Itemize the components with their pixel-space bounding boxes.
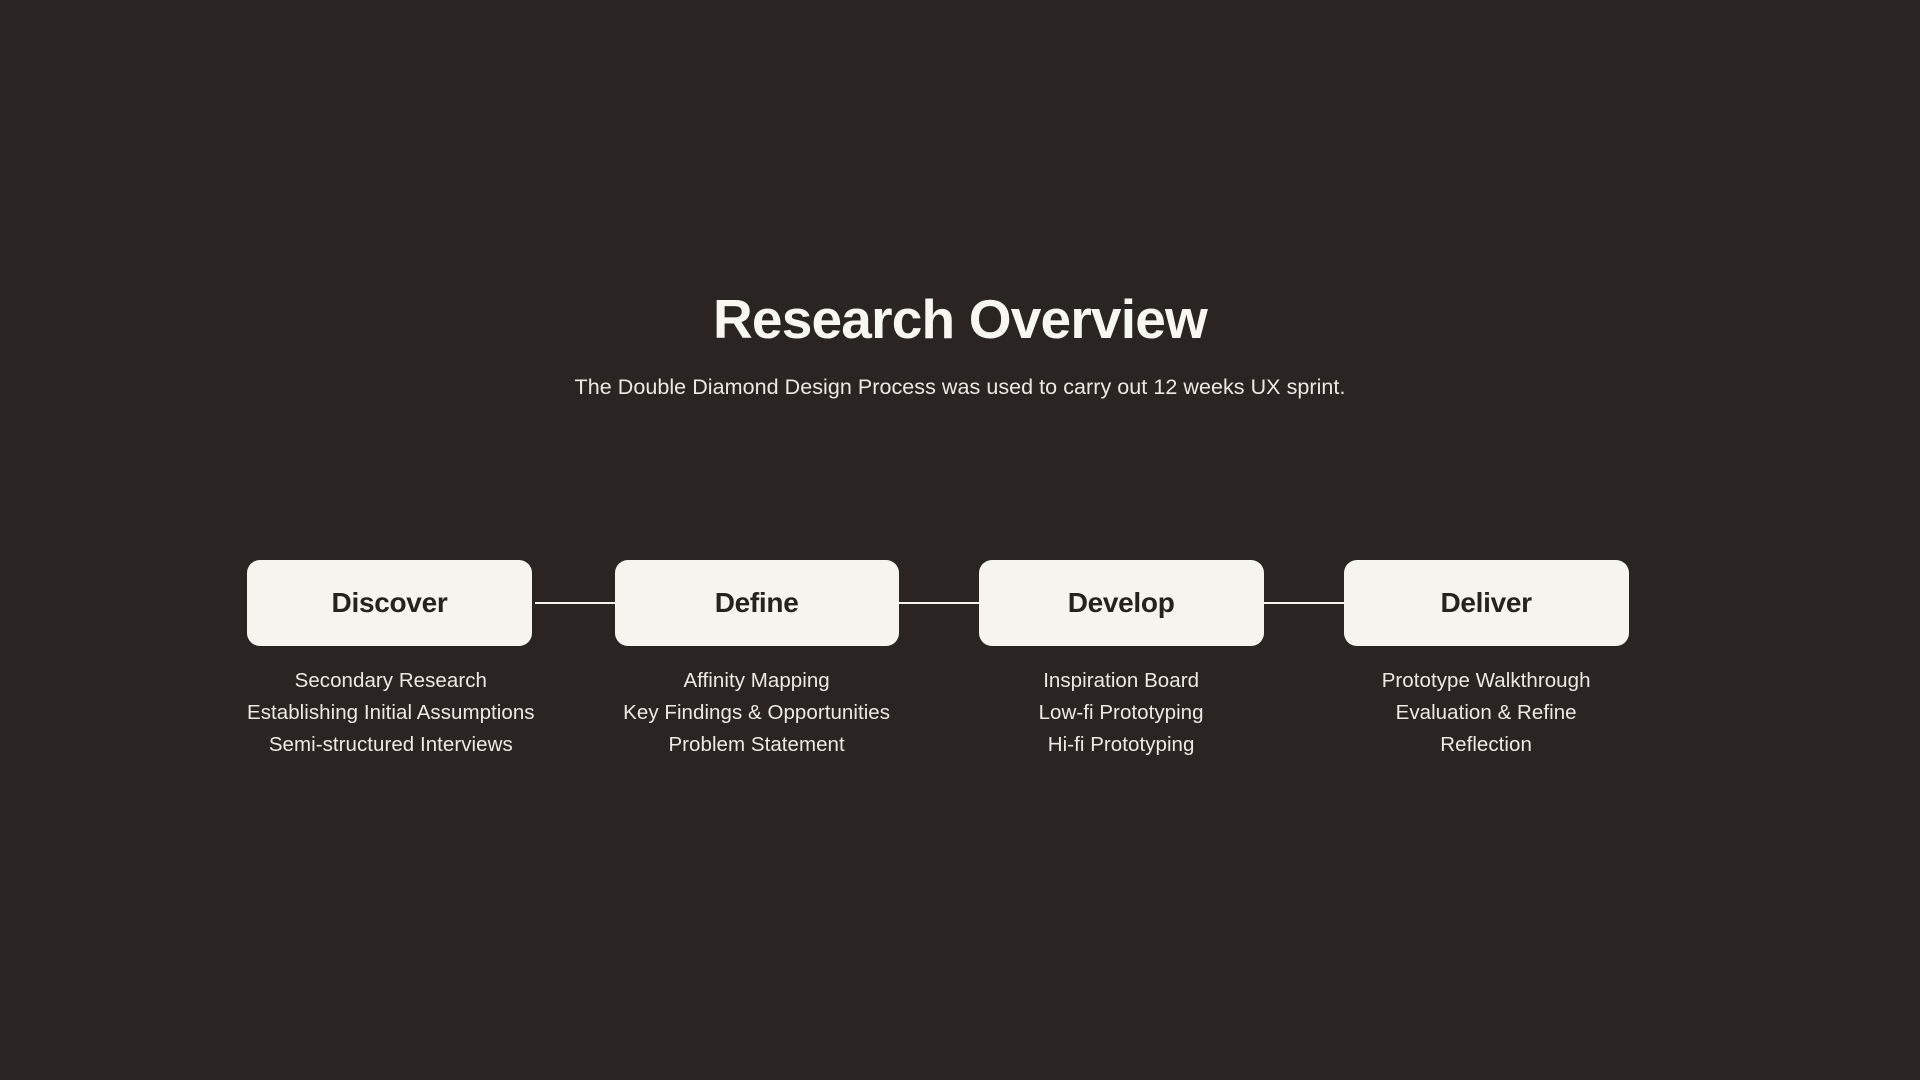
- list-item: Affinity Mapping: [683, 669, 830, 692]
- phase-items-discover: Secondary Research Establishing Initial …: [247, 665, 535, 762]
- phase-card-define[interactable]: Define: [614, 560, 899, 646]
- list-item: Evaluation & Refine: [1395, 701, 1577, 725]
- phase-define[interactable]: Define Affinity Mapping Key Findings & O…: [614, 560, 899, 762]
- list-item: Establishing Initial Assumptions: [247, 701, 535, 725]
- connector-line-icon: [898, 602, 979, 604]
- phase-card-label-develop: Develop: [1067, 587, 1175, 618]
- list-item: Hi-fi Prototyping: [1047, 733, 1195, 757]
- phase-items-define: Affinity Mapping Key Findings & Opportun…: [615, 665, 899, 762]
- list-item: Prototype Walkthrough: [1381, 669, 1591, 692]
- process-diagram: Discover Secondary Research Establishing…: [247, 560, 1690, 790]
- phase-deliver[interactable]: Deliver Prototype Walkthrough Evaluation…: [1343, 560, 1629, 762]
- list-item: Low-fi Prototyping: [1038, 701, 1204, 725]
- list-item: Secondary Research: [294, 669, 487, 692]
- connector-develop-deliver: [1263, 560, 1344, 646]
- phase-items-deliver: Prototype Walkthrough Evaluation & Refin…: [1344, 665, 1629, 762]
- phase-discover[interactable]: Discover Secondary Research Establishing…: [247, 560, 535, 762]
- phase-card-label-discover: Discover: [331, 587, 448, 618]
- phase-card-develop[interactable]: Develop: [978, 560, 1264, 646]
- phase-card-track: Discover Secondary Research Establishing…: [247, 560, 1690, 756]
- connector-line-icon: [1263, 602, 1344, 604]
- list-item: Semi-structured Interviews: [268, 733, 513, 757]
- connector-line-icon: [534, 602, 615, 604]
- page-title: Research Overview: [713, 288, 1208, 350]
- phase-items-develop: Inspiration Board Low-fi Prototyping Hi-…: [979, 665, 1264, 762]
- list-item: Reflection: [1440, 733, 1532, 757]
- phase-develop[interactable]: Develop Inspiration Board Low-fi Prototy…: [978, 560, 1264, 762]
- list-item: Inspiration Board: [1043, 669, 1200, 692]
- header: Research Overview The Double Diamond Des…: [0, 288, 1920, 402]
- connector-define-develop: [898, 560, 979, 646]
- list-item: Key Findings & Opportunities: [623, 701, 891, 725]
- phase-card-label-define: Define: [714, 587, 799, 618]
- phase-card-label-deliver: Deliver: [1440, 587, 1532, 618]
- phase-card-discover[interactable]: Discover: [247, 560, 532, 646]
- connector-discover-define: [534, 560, 615, 646]
- page-subtitle: The Double Diamond Design Process was us…: [574, 375, 1346, 400]
- phase-card-deliver[interactable]: Deliver: [1343, 560, 1629, 646]
- list-item: Problem Statement: [668, 733, 845, 757]
